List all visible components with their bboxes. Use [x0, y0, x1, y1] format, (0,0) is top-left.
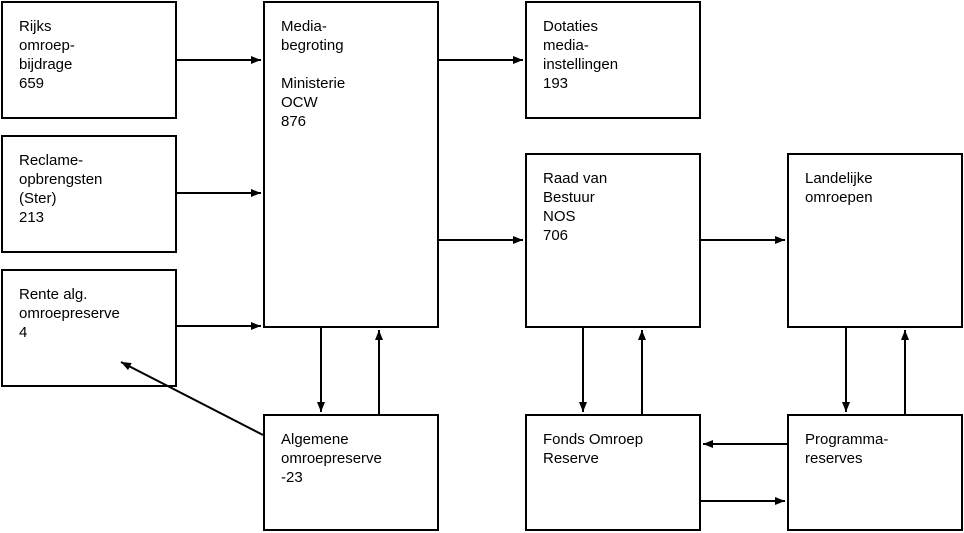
box-line: Algemene	[281, 431, 349, 448]
box-line: omroepreserve	[19, 305, 120, 322]
box-line: Reclame-	[19, 152, 84, 169]
box-line: 193	[543, 75, 569, 92]
box-line: OCW	[281, 94, 318, 111]
box-line: begroting	[281, 37, 344, 54]
box-line: bijdrage	[19, 56, 73, 73]
box-line: reserves	[805, 450, 863, 467]
box-line: 213	[19, 209, 45, 226]
box-line: Media-	[281, 18, 327, 35]
box-line: Programma-	[805, 431, 889, 448]
box-line: Dotaties	[543, 18, 599, 35]
box-programma-reserves: Programma- reserves	[787, 414, 963, 531]
box-line: Raad van	[543, 170, 608, 187]
box-line: Rente alg.	[19, 286, 88, 303]
box-landelijke-omroepen: Landelijke omroepen	[787, 153, 963, 328]
box-line: Bestuur	[543, 189, 595, 206]
box-line: omroepen	[805, 189, 873, 206]
box-line: instellingen	[543, 56, 619, 73]
box-media-begroting: Media- begroting Ministerie OCW 876	[263, 1, 439, 328]
box-dotaties-media-instellingen: Dotaties media- instellingen 193	[525, 1, 701, 119]
box-line: (Ster)	[19, 190, 57, 207]
box-line: Fonds Omroep	[543, 431, 644, 448]
box-algemene-omroepreserve: Algemene omroepreserve -23	[263, 414, 439, 531]
box-rente-omroepreserve: Rente alg. omroepreserve 4	[1, 269, 177, 387]
box-line: Reserve	[543, 450, 599, 467]
box-line: omroep-	[19, 37, 75, 54]
box-line: Rijks	[19, 18, 52, 35]
box-line: 4	[19, 324, 28, 341]
box-reclame-opbrengsten: Reclame- opbrengsten (Ster) 213	[1, 135, 177, 253]
box-line: 876	[281, 113, 307, 130]
box-line: Ministerie	[281, 75, 346, 92]
box-line: -23	[281, 469, 303, 486]
box-line: omroepreserve	[281, 450, 382, 467]
box-line: opbrengsten	[19, 171, 103, 188]
box-line: Landelijke	[805, 170, 873, 187]
box-line: NOS	[543, 208, 576, 225]
box-rijks-omroepbijdrage: Rijks omroep- bijdrage 659	[1, 1, 177, 119]
box-raad-van-bestuur-nos: Raad van Bestuur NOS 706	[525, 153, 701, 328]
box-line: media-	[543, 37, 589, 54]
arrow-algemene-to-rente	[120, 361, 264, 436]
box-line: 706	[543, 227, 569, 244]
box-line: 659	[19, 75, 45, 92]
box-fonds-omroep-reserve: Fonds Omroep Reserve	[525, 414, 701, 531]
